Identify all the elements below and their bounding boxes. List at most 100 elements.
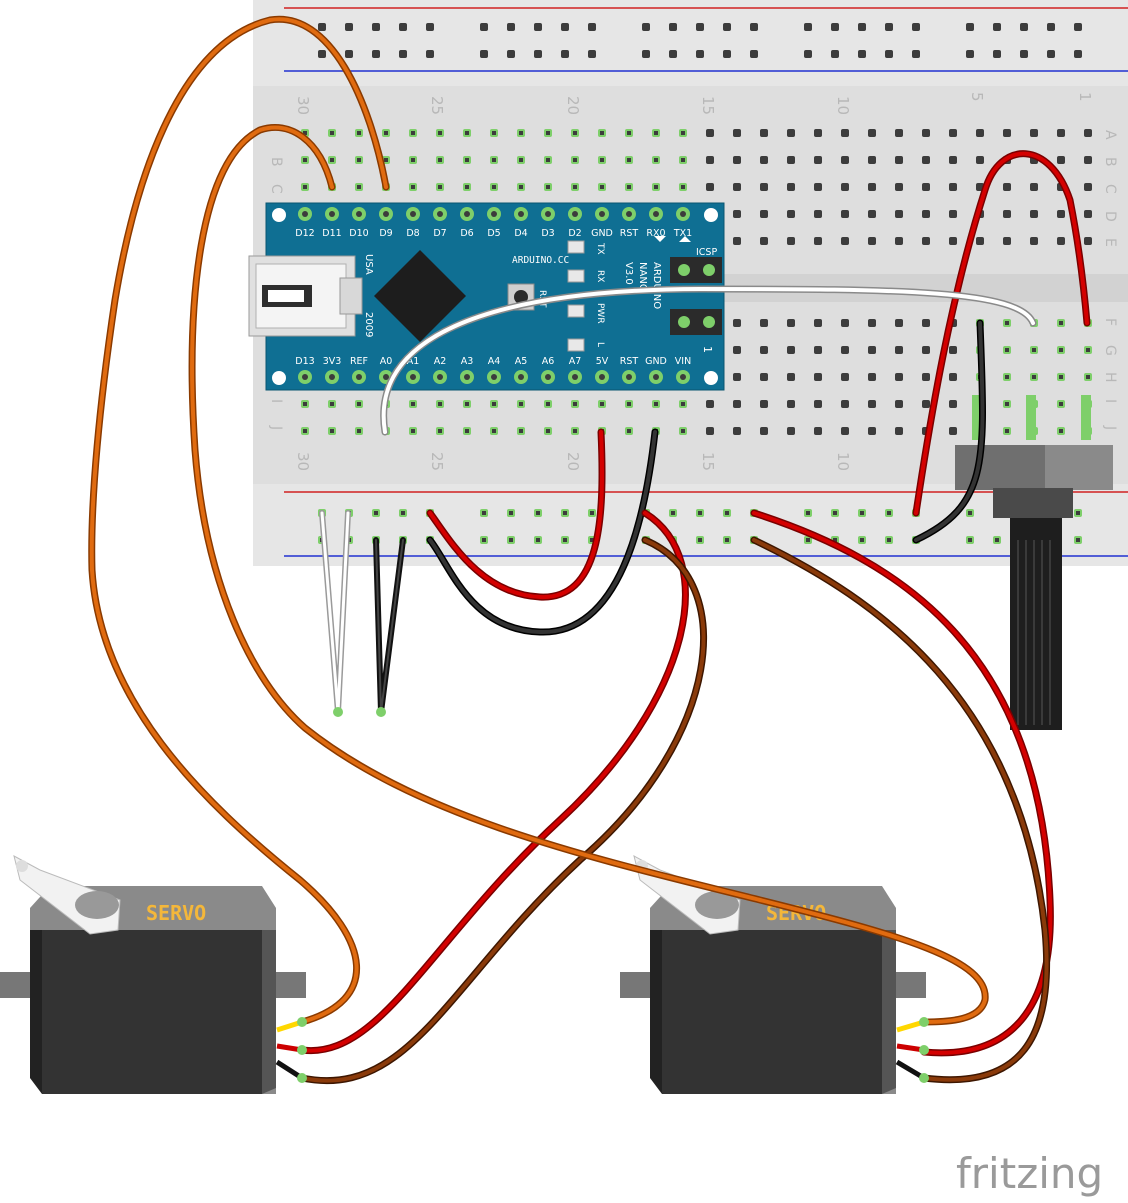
rail-hole-connected-core: [833, 538, 837, 542]
servo-left: SERVO: [0, 855, 306, 1094]
pin-marker-triangle: [679, 236, 691, 242]
rail-hole: [858, 50, 866, 58]
breadboard-hole: [949, 400, 957, 408]
usb-text-2009: 2009: [363, 312, 374, 337]
status-leds: [567, 240, 585, 352]
left-letter-b: B: [268, 157, 284, 167]
breadboard-hole: [976, 237, 984, 245]
arduino-pin-top-core: [356, 211, 362, 217]
arduino-pin-top-core: [491, 211, 497, 217]
arduino-top-pin-label: D9: [379, 228, 392, 239]
arduino-top-pin-label: D11: [322, 228, 341, 239]
breadboard-hole: [787, 427, 795, 435]
breadboard-hole: [868, 319, 876, 327]
breadboard-hole: [949, 373, 957, 381]
rail-hole-connected-core: [671, 511, 675, 515]
arduino-bottom-pin-label: A2: [434, 356, 447, 367]
row-letter-d: D: [1102, 211, 1118, 222]
rail-hole: [507, 50, 515, 58]
breadboard-hole: [814, 129, 822, 137]
breadboard-hole: [1084, 129, 1092, 137]
breadboard-hole-core: [681, 185, 685, 189]
breadboard-hole: [733, 183, 741, 191]
breadboard-hole-core: [438, 158, 442, 162]
led-label-pwr: PWR: [595, 303, 605, 324]
breadboard-hole: [841, 319, 849, 327]
breadboard-hole-core: [654, 185, 658, 189]
breadboard-hole: [895, 400, 903, 408]
rail-hole: [426, 23, 434, 31]
arduino-pin-top-core: [545, 211, 551, 217]
breadboard-hole: [841, 400, 849, 408]
row-letter-a: A: [1102, 130, 1118, 140]
rail-hole: [480, 23, 488, 31]
rail-hole: [966, 23, 974, 31]
arduino-pin-top-core: [383, 211, 389, 217]
breadboard-hole-core: [303, 131, 307, 135]
arduino-pin-bottom-core: [464, 374, 470, 380]
breadboard-hole: [922, 129, 930, 137]
rail-hole: [750, 23, 758, 31]
arduino-pin-bottom-core: [572, 374, 578, 380]
breadboard-hole-core: [438, 185, 442, 189]
mount-hole: [704, 371, 718, 385]
breadboard-hole-core: [492, 131, 496, 135]
breadboard-hole-core: [465, 402, 469, 406]
rail-hole: [993, 23, 1001, 31]
breadboard-hole: [1030, 210, 1038, 218]
breadboard-hole: [733, 373, 741, 381]
breadboard-hole: [814, 183, 822, 191]
rail-hole-connected-core: [806, 511, 810, 515]
breadboard-hole: [814, 400, 822, 408]
breadboard-hole: [733, 237, 741, 245]
breadboard-hole-core: [627, 158, 631, 162]
breadboard-hole: [1057, 156, 1065, 164]
breadboard-hole-core: [357, 185, 361, 189]
breadboard-hole: [1003, 237, 1011, 245]
arduino-pin-bottom-core: [356, 374, 362, 380]
rail-hole: [1020, 50, 1028, 58]
arduino-top-pin-label: D5: [487, 228, 500, 239]
rail-hole: [534, 50, 542, 58]
left-letter-j: J: [268, 425, 284, 430]
breadboard-hole-core: [357, 402, 361, 406]
breadboard-hole: [706, 156, 714, 164]
arduino-pin-top-core: [464, 211, 470, 217]
breadboard-hole-core: [330, 429, 334, 433]
arduino-bottom-pin-label: A7: [569, 356, 582, 367]
breadboard-hole: [868, 183, 876, 191]
arduino-top-pin-label: GND: [591, 228, 613, 239]
rail-hole: [1047, 23, 1055, 31]
row-letter-b: B: [1102, 157, 1118, 167]
row-letter-f: F: [1102, 318, 1118, 326]
breadboard-hole: [895, 237, 903, 245]
rail-hole: [480, 50, 488, 58]
breadboard-hole-core: [519, 185, 523, 189]
arduino-top-pin-label: D12: [295, 228, 314, 239]
col-num-15: 15: [699, 96, 717, 115]
breadboard-hole-core: [654, 131, 658, 135]
rail-hole: [696, 23, 704, 31]
row-letter-i: I: [1102, 399, 1118, 403]
rail-hole-connected-core: [860, 511, 864, 515]
rail-hole: [642, 50, 650, 58]
breadboard-hole-core: [438, 429, 442, 433]
breadboard-hole: [1057, 129, 1065, 137]
arduino-bottom-pin-label: A4: [488, 356, 501, 367]
usb-connector: [248, 255, 363, 337]
breadboard-hole: [814, 210, 822, 218]
breadboard-hole: [841, 183, 849, 191]
pot-leg: [1081, 395, 1091, 440]
breadboard-hole-core: [627, 402, 631, 406]
mount-hole: [272, 371, 286, 385]
breadboard-hole: [868, 156, 876, 164]
breadboard-hole: [949, 346, 957, 354]
breadboard-hole-core: [600, 131, 604, 135]
rail-hole-connected-core: [401, 511, 405, 515]
rail-hole: [399, 23, 407, 31]
breadboard-hole-core: [1032, 375, 1036, 379]
breadboard-hole: [760, 183, 768, 191]
